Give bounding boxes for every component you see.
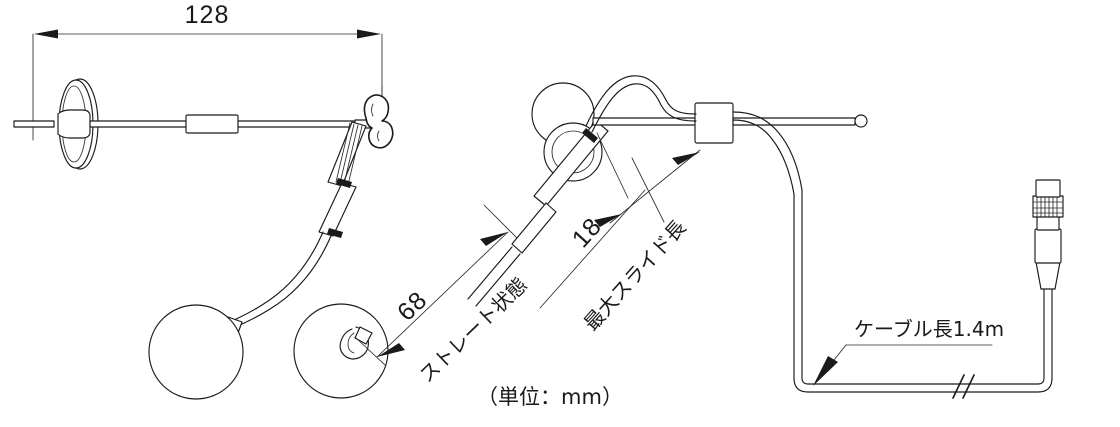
- ear-hook-inner-detail: [371, 103, 380, 142]
- boom-line-b: [475, 253, 521, 307]
- connector-knurl-texture: [1032, 195, 1064, 218]
- connector-plug: [1032, 179, 1064, 290]
- connector-strain-relief: [1035, 261, 1061, 290]
- connector-body: [1034, 228, 1062, 264]
- rod-left-tip: [13, 120, 55, 128]
- left-view-headband: [13, 78, 394, 400]
- dim-line-18-upper: [609, 149, 701, 224]
- cable-descend-a: [732, 111, 803, 379]
- cable-to-left-ball-b: [239, 235, 332, 326]
- boom-line-a: [467, 246, 513, 300]
- ext-line-18-a: [596, 132, 629, 199]
- windscreen-ball-left: [148, 304, 244, 400]
- connector-tip: [1035, 179, 1061, 198]
- mic-boom-side-lower: [511, 202, 557, 254]
- arrowhead-right: [357, 29, 381, 39]
- boom-joint-mark-2: [327, 228, 343, 238]
- headband-rod-side-left: [592, 117, 701, 126]
- headband-rod-tip-ball: [854, 114, 868, 128]
- arrowhead-left: [34, 29, 58, 39]
- cable-descend-b: [732, 119, 795, 379]
- cable-run: ケーブル長1.4m: [793, 179, 1064, 399]
- ext-line-68-low: [354, 336, 386, 366]
- knurl-lines: [335, 122, 363, 186]
- ball-ear-ring-inner: [347, 332, 355, 354]
- arrowhead-18-lower: [594, 214, 622, 227]
- arrowhead-68-low: [377, 343, 405, 357]
- dimension-label-128: 128: [185, 1, 230, 29]
- dim-line-18-lower: [539, 189, 646, 309]
- dim-line-68: [376, 231, 509, 358]
- boom-arm-upper: [318, 182, 357, 237]
- cable-to-left-ball-a: [231, 231, 324, 322]
- boom-joint-mark: [336, 178, 352, 188]
- arrowhead-68-high: [480, 232, 508, 246]
- boom-side-joint: [582, 128, 598, 143]
- break-mark-1: [952, 374, 965, 399]
- connector-knurl: [1032, 195, 1064, 218]
- boom-knurl-band: [327, 121, 367, 187]
- headband-rod-segment-2: [237, 120, 356, 128]
- right-view-assembly: [467, 75, 868, 379]
- connector-collar: [1036, 215, 1060, 231]
- cable-clamp: [694, 102, 734, 144]
- ear-loop-hub: [57, 109, 91, 139]
- dimension-overall-width: 128: [32, 1, 383, 141]
- dimension-label-68: 68: [392, 286, 433, 327]
- dimension-label-18: 18: [567, 212, 608, 253]
- cable-leader-arrowhead: [813, 356, 838, 386]
- ext-line-18-b: [631, 157, 665, 223]
- center-sleeve: [185, 114, 239, 134]
- annotation-cable-length: ケーブル長1.4m: [854, 317, 1004, 341]
- boom-tip-left-view: [354, 326, 373, 345]
- arrowhead-18-upper: [672, 152, 700, 165]
- ext-line-68-high: [483, 204, 523, 244]
- cable-arch-a: [585, 75, 697, 127]
- cable-bottom-a: [793, 289, 1053, 393]
- annotation-straight-state: ストレート状態: [414, 273, 531, 388]
- headband-rod-side-right: [732, 117, 856, 126]
- unit-note: （単位：mm）: [477, 385, 623, 409]
- headband-rod-segment-1: [89, 120, 187, 128]
- cable-bottom-b: [801, 289, 1045, 385]
- break-mark-2: [962, 374, 975, 399]
- cable-arch-b: [591, 83, 697, 133]
